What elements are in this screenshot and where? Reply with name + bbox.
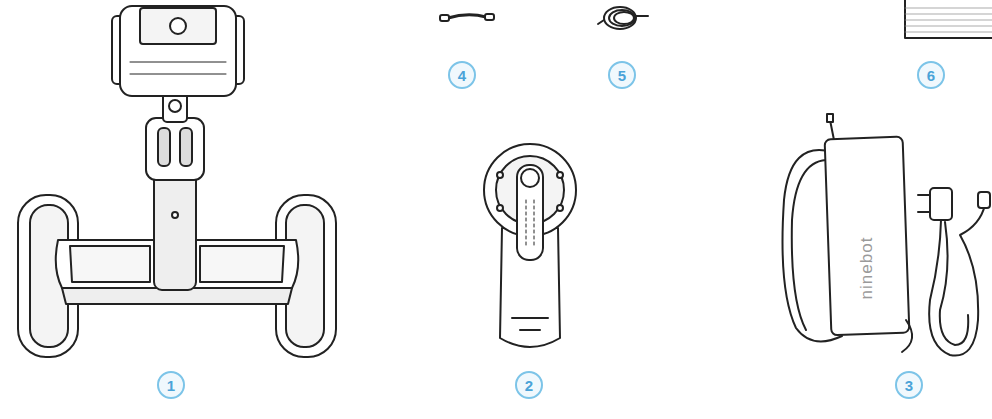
page-edge bbox=[905, 8, 992, 32]
cable bbox=[440, 14, 494, 21]
knee-slot bbox=[180, 128, 192, 166]
callout-number: 5 bbox=[618, 68, 626, 83]
screw bbox=[497, 205, 503, 211]
coiled-cable bbox=[598, 7, 648, 29]
coil bbox=[604, 7, 636, 29]
mount bbox=[484, 144, 576, 347]
callout-circle bbox=[516, 372, 542, 398]
callout-number: 4 bbox=[458, 68, 466, 83]
knee-slot bbox=[158, 128, 170, 166]
arm-slot bbox=[526, 200, 534, 245]
booklet bbox=[905, 0, 992, 38]
cable-line bbox=[448, 15, 486, 18]
coil bbox=[614, 12, 634, 24]
mount-arm bbox=[517, 165, 543, 260]
ac-cable bbox=[929, 205, 985, 356]
wall-plug bbox=[930, 188, 952, 220]
power-adapter bbox=[825, 137, 910, 336]
neck-joint bbox=[169, 100, 181, 112]
callout-number: 1 bbox=[167, 378, 175, 393]
callout-number: 2 bbox=[525, 378, 533, 393]
callout-circles bbox=[158, 62, 944, 398]
dc-tip bbox=[827, 114, 833, 122]
manual bbox=[905, 0, 992, 38]
brand-mark: ninebot bbox=[858, 237, 875, 300]
knee-joint bbox=[146, 118, 204, 180]
callout-number: 3 bbox=[905, 378, 913, 393]
callout-circle bbox=[896, 372, 922, 398]
callout-circle bbox=[449, 62, 475, 88]
robot-head bbox=[120, 6, 236, 96]
robot-scooter bbox=[18, 6, 336, 357]
cable-end bbox=[636, 15, 648, 17]
ac-cable bbox=[940, 222, 968, 345]
callout-circle bbox=[918, 62, 944, 88]
screw bbox=[497, 172, 503, 178]
callout-circle bbox=[609, 62, 635, 88]
charger bbox=[783, 114, 991, 356]
dc-cord bbox=[792, 160, 826, 330]
screw bbox=[557, 172, 563, 178]
mount-knob bbox=[521, 169, 539, 187]
column-hole bbox=[172, 212, 178, 218]
head-screen bbox=[140, 8, 216, 44]
foot-pad bbox=[70, 246, 150, 282]
ac-cord bbox=[902, 320, 912, 352]
foot-pad bbox=[200, 246, 284, 282]
cable-end bbox=[485, 14, 494, 20]
cable-end bbox=[598, 20, 604, 24]
appliance-connector bbox=[978, 192, 990, 208]
coil bbox=[609, 10, 635, 26]
cable-end bbox=[440, 15, 449, 21]
callout-circle bbox=[158, 372, 184, 398]
camera bbox=[170, 18, 186, 34]
screw bbox=[557, 205, 563, 211]
head-line bbox=[130, 62, 226, 74]
callout-number: 6 bbox=[927, 68, 935, 83]
plate-slot bbox=[512, 318, 548, 330]
